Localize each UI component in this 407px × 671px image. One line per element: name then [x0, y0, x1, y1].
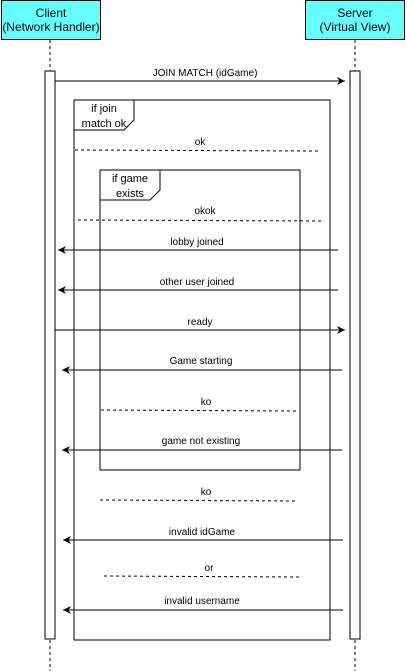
or-label: or — [205, 563, 215, 574]
game-frame — [99, 169, 301, 471]
join-frame-label-1: if join — [91, 103, 117, 115]
ko-inner-label: ko — [201, 397, 212, 408]
client-actor: Client (Network Handler) — [1, 0, 101, 40]
join-frame-label-2: match ok — [82, 118, 127, 130]
server-actor: Server (Virtual View) — [305, 0, 405, 40]
invalid-username-label: invalid username — [164, 596, 240, 607]
other-user-joined-label: other user joined — [160, 277, 235, 288]
ok-separator — [74, 149, 319, 152]
join-frame-tab — [74, 99, 135, 131]
or-separator — [103, 575, 300, 578]
game-frame-tab — [100, 169, 161, 201]
game-frame-label-2: exists — [116, 188, 145, 200]
ok-label: ok — [195, 137, 207, 148]
ko-outer-label: ko — [201, 487, 212, 498]
join-match-label: JOIN MATCH (idGame) — [153, 68, 258, 79]
ko-inner-separator — [100, 409, 297, 412]
server-actor-role: (Virtual View) — [319, 20, 391, 34]
game-not-existing-label: game not existing — [162, 436, 240, 447]
ready-label: ready — [187, 317, 212, 328]
client-actor-name: Client — [35, 6, 67, 20]
client-actor-role: (Network Handler) — [2, 20, 100, 34]
okok-label: okok — [194, 206, 216, 217]
okok-separator — [77, 219, 323, 222]
game-frame-label-1: if game — [112, 173, 148, 185]
server-actor-name: Server — [337, 6, 373, 20]
game-starting-label: Game starting — [170, 356, 233, 367]
server-activation-bar — [349, 70, 361, 640]
client-activation-bar — [44, 70, 56, 640]
lobby-joined-label: lobby joined — [170, 237, 223, 248]
invalid-idgame-label: invalid idGame — [169, 527, 236, 538]
ko-outer-separator — [99, 499, 297, 502]
